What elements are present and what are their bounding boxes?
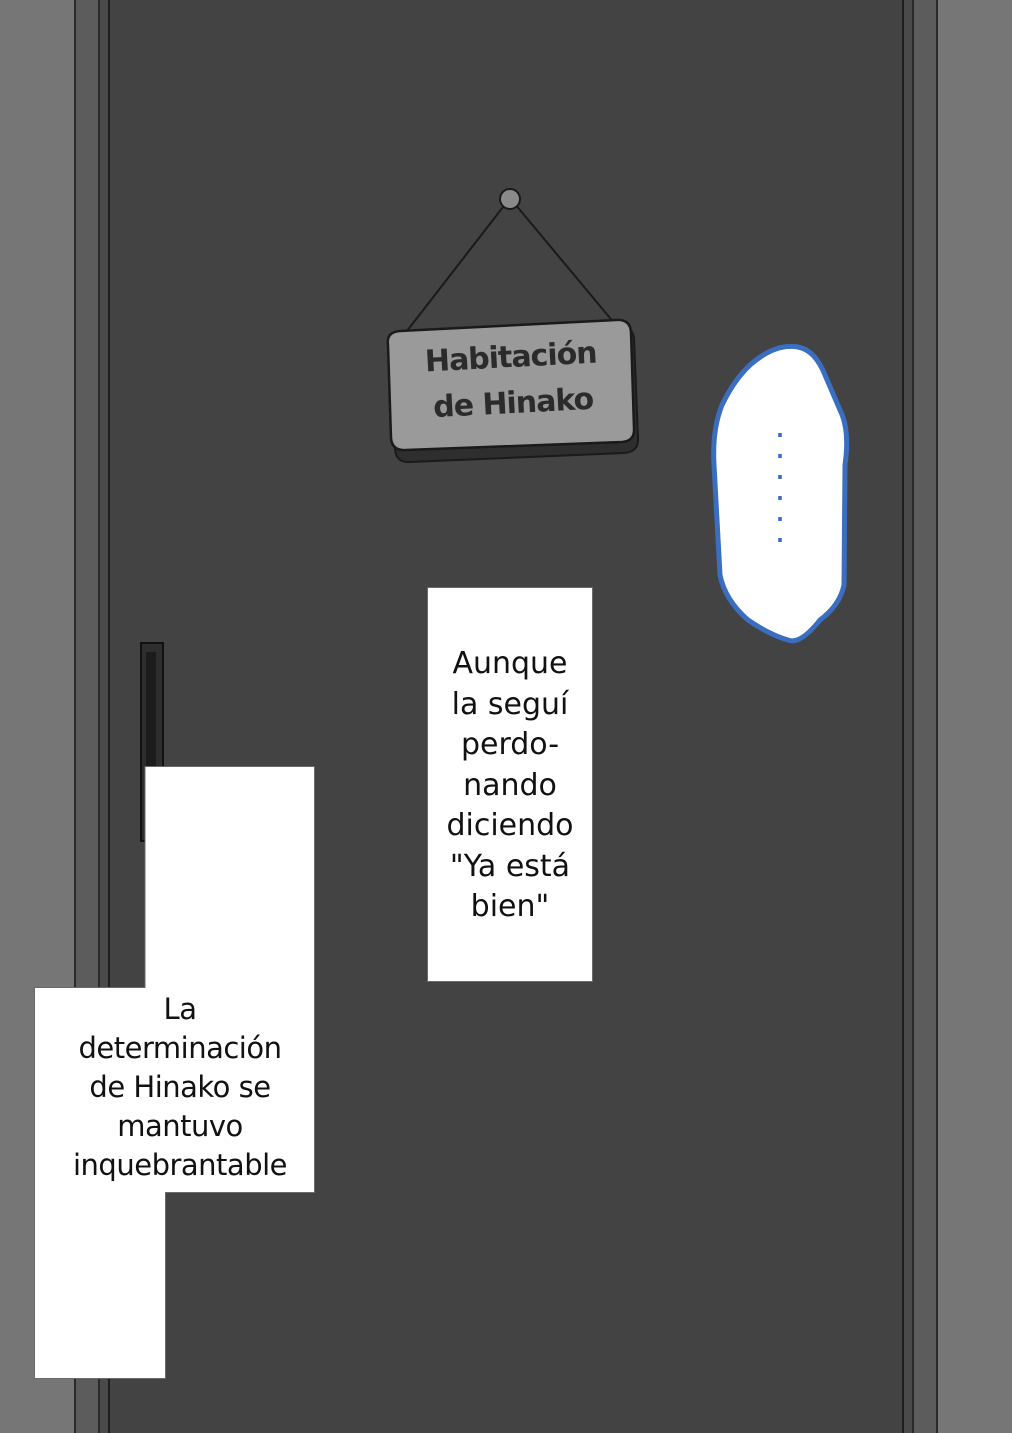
door-frame-right [912, 0, 938, 1433]
caption-2-line-2: determinación [78, 1031, 282, 1065]
door-sign-graphic [386, 188, 640, 464]
caption-1-line-4: nando [463, 767, 557, 803]
caption-box-first: Aunque la seguí perdo- nando diciendo "Y… [427, 587, 593, 982]
caption-2-line-3: de Hinako se [89, 1070, 271, 1104]
caption-box-second [34, 766, 315, 1379]
speech-bubble-shape [711, 343, 850, 644]
caption-1-line-1: Aunque [452, 646, 568, 681]
sign-string-left [399, 197, 511, 341]
caption-1-line-5: diciendo [446, 808, 574, 843]
caption-2-line-5: inquebrantable [73, 1148, 288, 1182]
sign-nail [499, 188, 521, 210]
caption-1-line-6: "Ya está [449, 848, 571, 884]
caption-2-text: La determinación de Hinako se mantuvo in… [40, 990, 320, 1185]
sign-board [386, 318, 636, 452]
wall-right [938, 0, 1012, 1433]
sign-string-right [509, 197, 621, 331]
speech-bubble-ellipsis: . . . . . . [773, 418, 787, 548]
speech-bubble-outline [711, 343, 850, 644]
caption-2-line-1: La [163, 992, 197, 1026]
caption-1-line-2: la seguí [451, 686, 569, 722]
door-frame-left-inner [100, 0, 110, 1433]
caption-2-outline [34, 766, 315, 1379]
door-sign-text: Habitación de Hinako [390, 329, 634, 433]
caption-1-line-7: bien" [470, 889, 550, 924]
door-handle-grip [146, 652, 156, 832]
caption-2-line-4: mantuvo [117, 1109, 243, 1143]
caption-1-line-3: perdo- [460, 727, 560, 762]
door-frame-right-inner [902, 0, 912, 1433]
